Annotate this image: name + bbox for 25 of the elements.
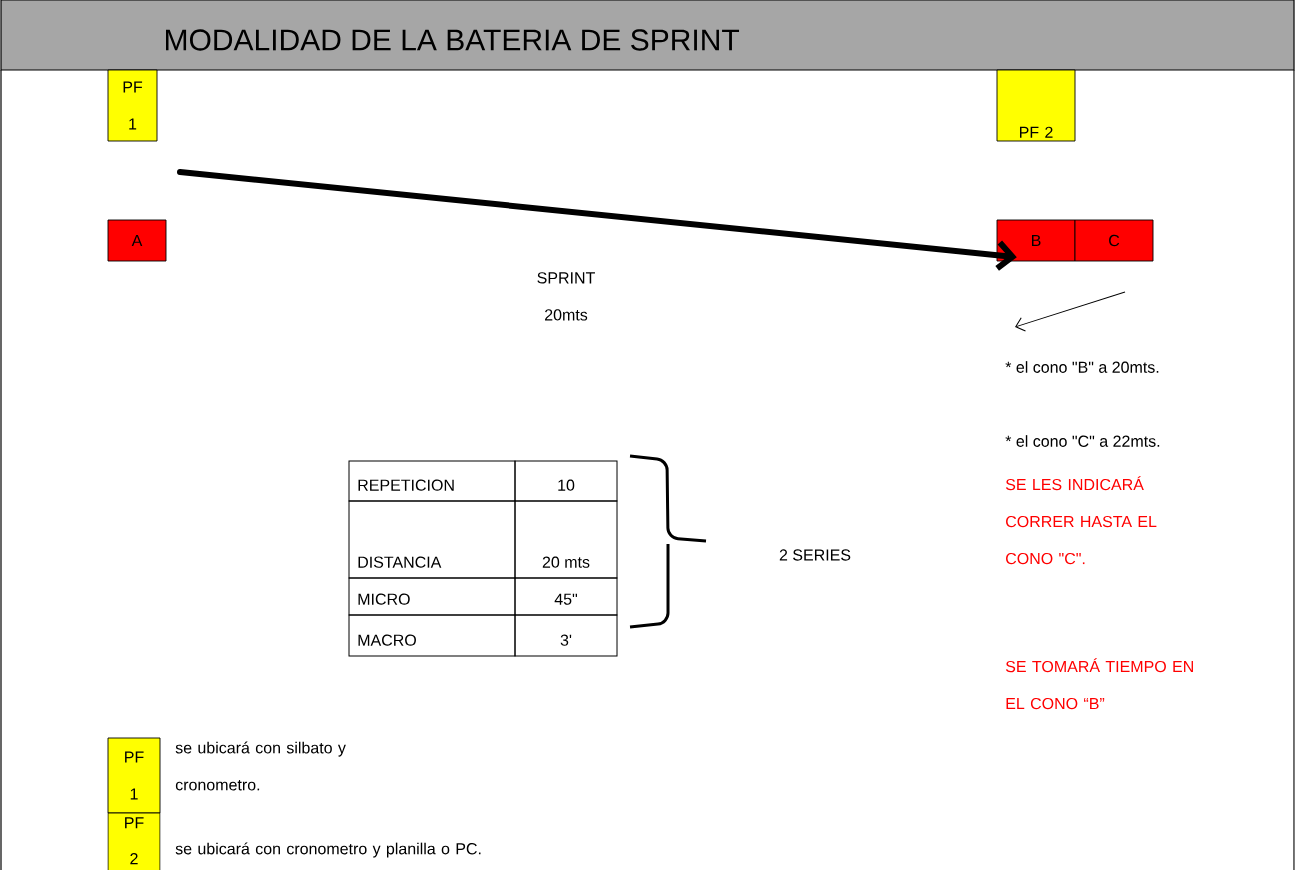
marker-box: PF 2 [107, 812, 161, 870]
note-text: * el cono "C" a 22mts. [1005, 435, 1160, 447]
table-cell: DISTANCIA [348, 500, 516, 579]
cone-box: B [996, 219, 1076, 262]
note-text: * el cono "B" a 20mts. [1005, 361, 1159, 373]
note-text: SE TOMARÁ TIEMPO EN EL CONO “B” [1005, 658, 1193, 710]
text: 2 SERIES [779, 549, 851, 561]
text: SPRINT 20mts [537, 272, 595, 321]
table-cell: 20 mts [514, 500, 618, 579]
marker-box: PF 2 [996, 69, 1076, 142]
cone-box: A [107, 219, 167, 262]
table-cell: 45" [514, 577, 618, 616]
table-cell: MACRO [348, 614, 516, 657]
arrow [177, 169, 1017, 271]
note-text: se ubicará con cronometro y planilla o PC. [175, 842, 481, 858]
table-cell: 3' [514, 614, 618, 657]
marker-box: PF 1 [107, 737, 161, 814]
cone-box: C [1074, 219, 1154, 262]
note-text: se ubicará con silbato y cronometro. [175, 741, 346, 791]
marker-box: PF 1 [107, 69, 158, 142]
note-text: SE LES INDICARÁ CORRER HASTA EL CONO "C". [1005, 476, 1157, 565]
table-cell: REPETICION [348, 460, 516, 502]
table-cell: MICRO [348, 577, 516, 616]
title-band: MODALIDAD DE LA BATERIA DE SPRINT [0, 0, 1295, 71]
table-cell: 10 [514, 460, 618, 502]
